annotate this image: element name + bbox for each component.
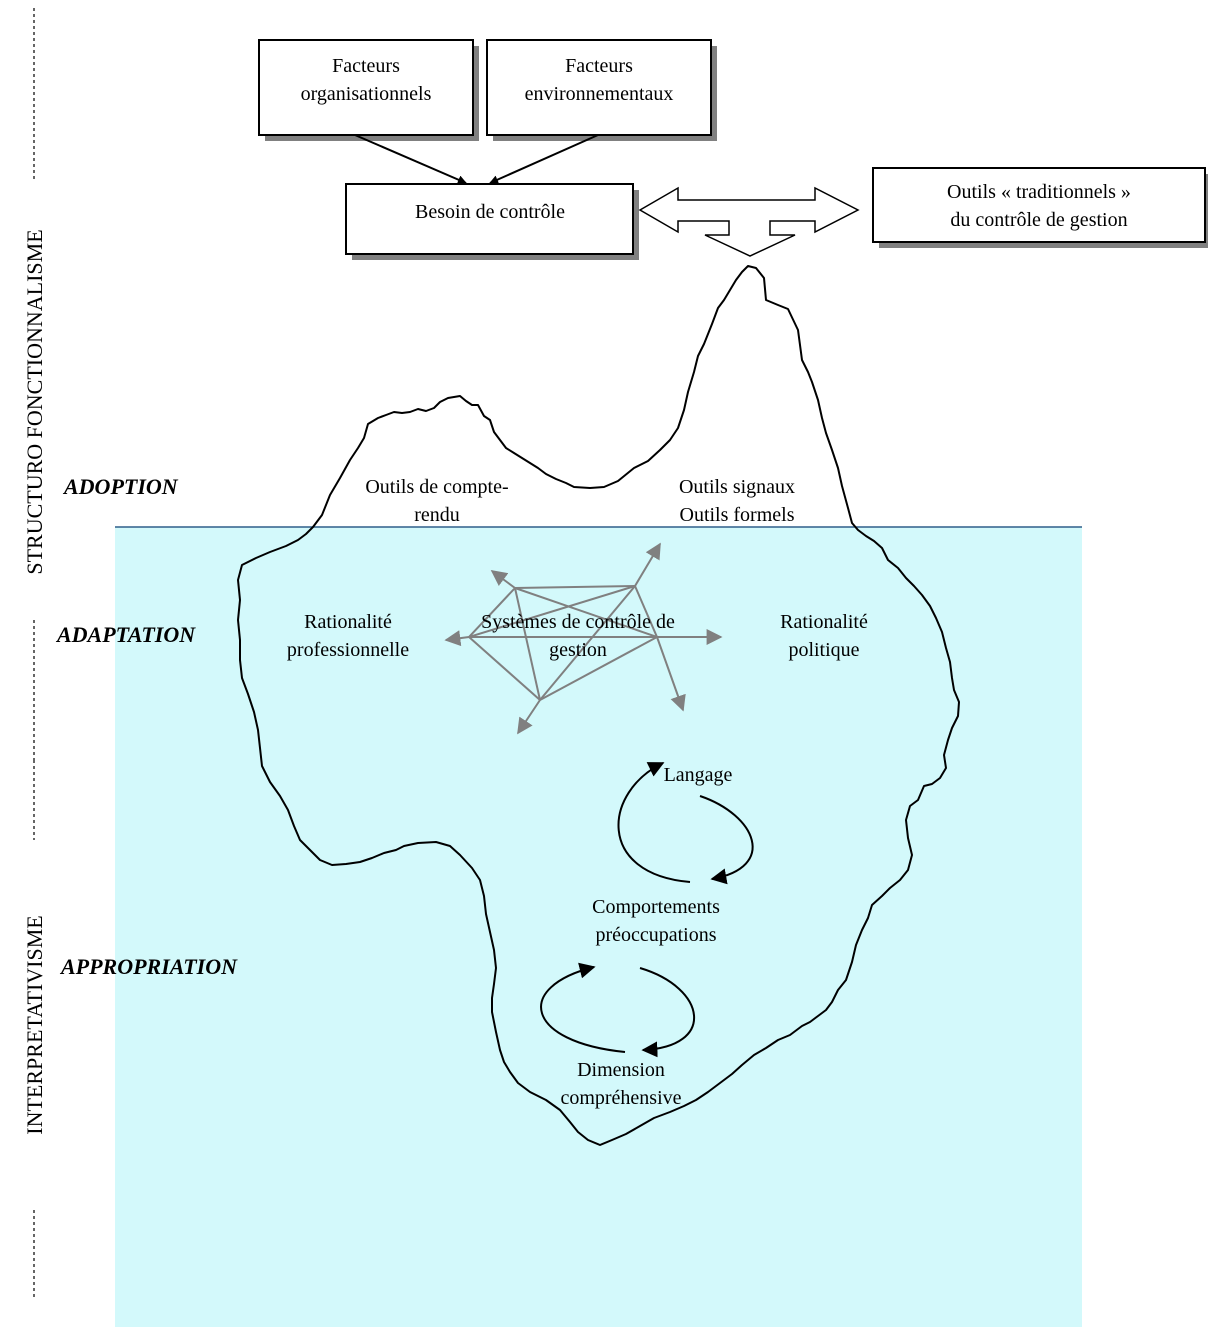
dimension-line1: Dimension (577, 1059, 665, 1081)
arrow-org-to-besoin (354, 134, 467, 184)
rationalite-pol-line2: politique (788, 639, 859, 661)
structuro-label: STRUCTURO FONCTIONNALISME (22, 229, 47, 574)
arrow-env-to-besoin (489, 134, 599, 184)
facteurs-org-line1: Facteurs (332, 55, 400, 77)
outils-signaux-line2: Outils formels (680, 504, 795, 526)
block-arrow-double (638, 186, 860, 257)
side-label-interpretativisme: INTERPRETATIVISME (22, 760, 47, 1300)
systemes-controle-line2: gestion (549, 639, 607, 661)
interpretativisme-label: INTERPRETATIVISME (22, 915, 47, 1134)
outils-trad-line1: Outils « traditionnels » (947, 181, 1131, 203)
phase-adaptation: ADAPTATION (55, 622, 196, 647)
outils-signaux-line1: Outils signaux (679, 476, 795, 498)
comportements-line2: préoccupations (595, 924, 716, 946)
facteurs-env-line2: environnementaux (525, 83, 674, 105)
facteurs-env-line1: Facteurs (565, 55, 633, 77)
rationalite-pro-line1: Rationalité (304, 611, 392, 633)
water-area (115, 527, 1082, 1327)
outils-compte-rendu-line1: Outils de compte- (365, 476, 508, 498)
outils-traditionnels-box: Outils « traditionnels » du contrôle de … (872, 167, 1208, 248)
cycle-langage-comportements (617, 762, 754, 885)
dimension-line2: compréhensive (560, 1087, 681, 1109)
langage-label: Langage (664, 764, 733, 786)
phase-adoption: ADOPTION (62, 474, 179, 499)
besoin-de-controle-box: Besoin de contrôle (345, 183, 639, 260)
control-network (444, 542, 723, 735)
rationalite-pro-line2: professionnelle (287, 639, 409, 661)
systemes-controle-line1: Systèmes de contrôle de (481, 611, 675, 633)
side-label-structuro: STRUCTURO FONCTIONNALISME (22, 8, 47, 760)
facteurs-org-line2: organisationnels (301, 83, 432, 105)
iceberg-outline (237, 265, 960, 1146)
rationalite-pol-line1: Rationalité (780, 611, 868, 633)
outils-trad-line2: du contrôle de gestion (950, 209, 1127, 231)
facteurs-organisationnels-box: Facteurs organisationnels (258, 39, 479, 141)
cycle-comportements-dimension (540, 962, 696, 1058)
comportements-line1: Comportements (592, 896, 720, 918)
besoin-label: Besoin de contrôle (415, 201, 565, 223)
phase-appropriation: APPROPRIATION (59, 954, 238, 979)
outils-compte-rendu-line2: rendu (414, 504, 460, 526)
facteurs-environnementaux-box: Facteurs environnementaux (486, 39, 717, 141)
